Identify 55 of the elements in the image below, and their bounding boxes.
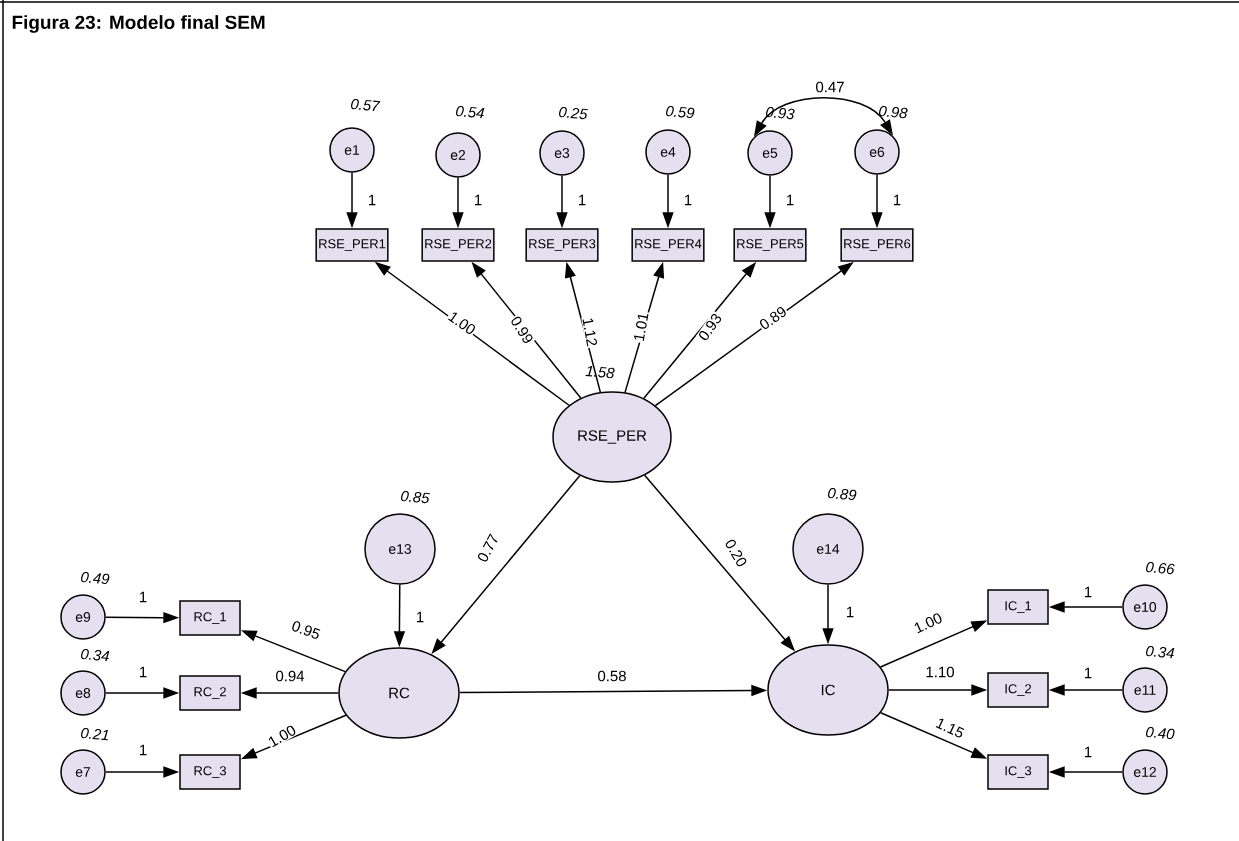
edge-label: 0.77 — [475, 531, 501, 565]
edge-label: 1.01 — [632, 310, 650, 344]
edge-label: 0.94 — [274, 669, 306, 683]
variance-label: 0.89 — [828, 487, 857, 501]
edge-label: 1.15 — [933, 715, 967, 741]
variance-label: 0.66 — [1146, 561, 1175, 575]
edge-label: 0.95 — [289, 618, 323, 642]
figure-title: Figura 23: Modelo final SEM — [12, 15, 265, 33]
edge-label: 1.10 — [924, 665, 956, 679]
observed-box: RC_3 — [179, 754, 241, 790]
variance-label: 0.34 — [1146, 645, 1175, 659]
edge-label: 1 — [682, 193, 694, 207]
observed-box: RSE_PER1 — [315, 228, 389, 262]
observed-box: RSE_PER5 — [733, 228, 807, 262]
variance-label: 0.54 — [456, 105, 485, 119]
variance-label: 0.34 — [81, 648, 110, 662]
edge-label: 1.00 — [445, 308, 479, 338]
variance-label: 0.57 — [351, 98, 381, 111]
edge-label: 1 — [1082, 585, 1094, 599]
variance-label: 0.59 — [666, 105, 695, 119]
observed-box: IC_2 — [987, 672, 1049, 708]
edge-label: 1.12 — [581, 315, 599, 349]
variance-label: 0.21 — [81, 727, 108, 741]
edge-label: 0.89 — [756, 303, 790, 333]
edge-label: 1 — [366, 193, 378, 207]
edge-label: 1 — [784, 193, 796, 207]
edge-label: 1 — [414, 610, 426, 624]
edge-label: 1 — [576, 193, 588, 207]
observed-box: RC_1 — [179, 600, 241, 636]
observed-box: IC_3 — [987, 754, 1049, 790]
variance-label: 1.58 — [585, 366, 615, 379]
observed-box: RSE_PER6 — [840, 228, 914, 262]
variance-label: 0.40 — [1146, 726, 1175, 740]
edge-label: 1 — [137, 590, 149, 604]
observed-box: IC_1 — [987, 589, 1049, 625]
variance-label: 0.85 — [401, 490, 430, 504]
edge-label: 0.47 — [814, 80, 846, 94]
variance-label: 0.93 — [766, 106, 795, 120]
observed-box: RSE_PER2 — [421, 228, 495, 262]
edge-label: 1.00 — [265, 722, 299, 750]
edge-label: 1.00 — [911, 610, 945, 636]
edge-label: 1 — [137, 743, 149, 757]
variance-label: 0.49 — [81, 571, 110, 585]
edge-label: 1 — [891, 193, 903, 207]
observed-box: RSE_PER3 — [525, 228, 599, 262]
edge-label: 1 — [137, 665, 149, 679]
edge-label: 0.58 — [596, 669, 628, 683]
edge-label: 1 — [1082, 666, 1094, 680]
edge-label: 1 — [844, 605, 856, 619]
edge-label: 1 — [1082, 745, 1094, 759]
observed-box: RSE_PER4 — [631, 228, 705, 262]
observed-box: RC_2 — [179, 675, 241, 711]
variance-label: 0.98 — [879, 105, 908, 119]
edge-label: 1 — [472, 193, 484, 207]
variance-label: 0.25 — [559, 106, 588, 120]
